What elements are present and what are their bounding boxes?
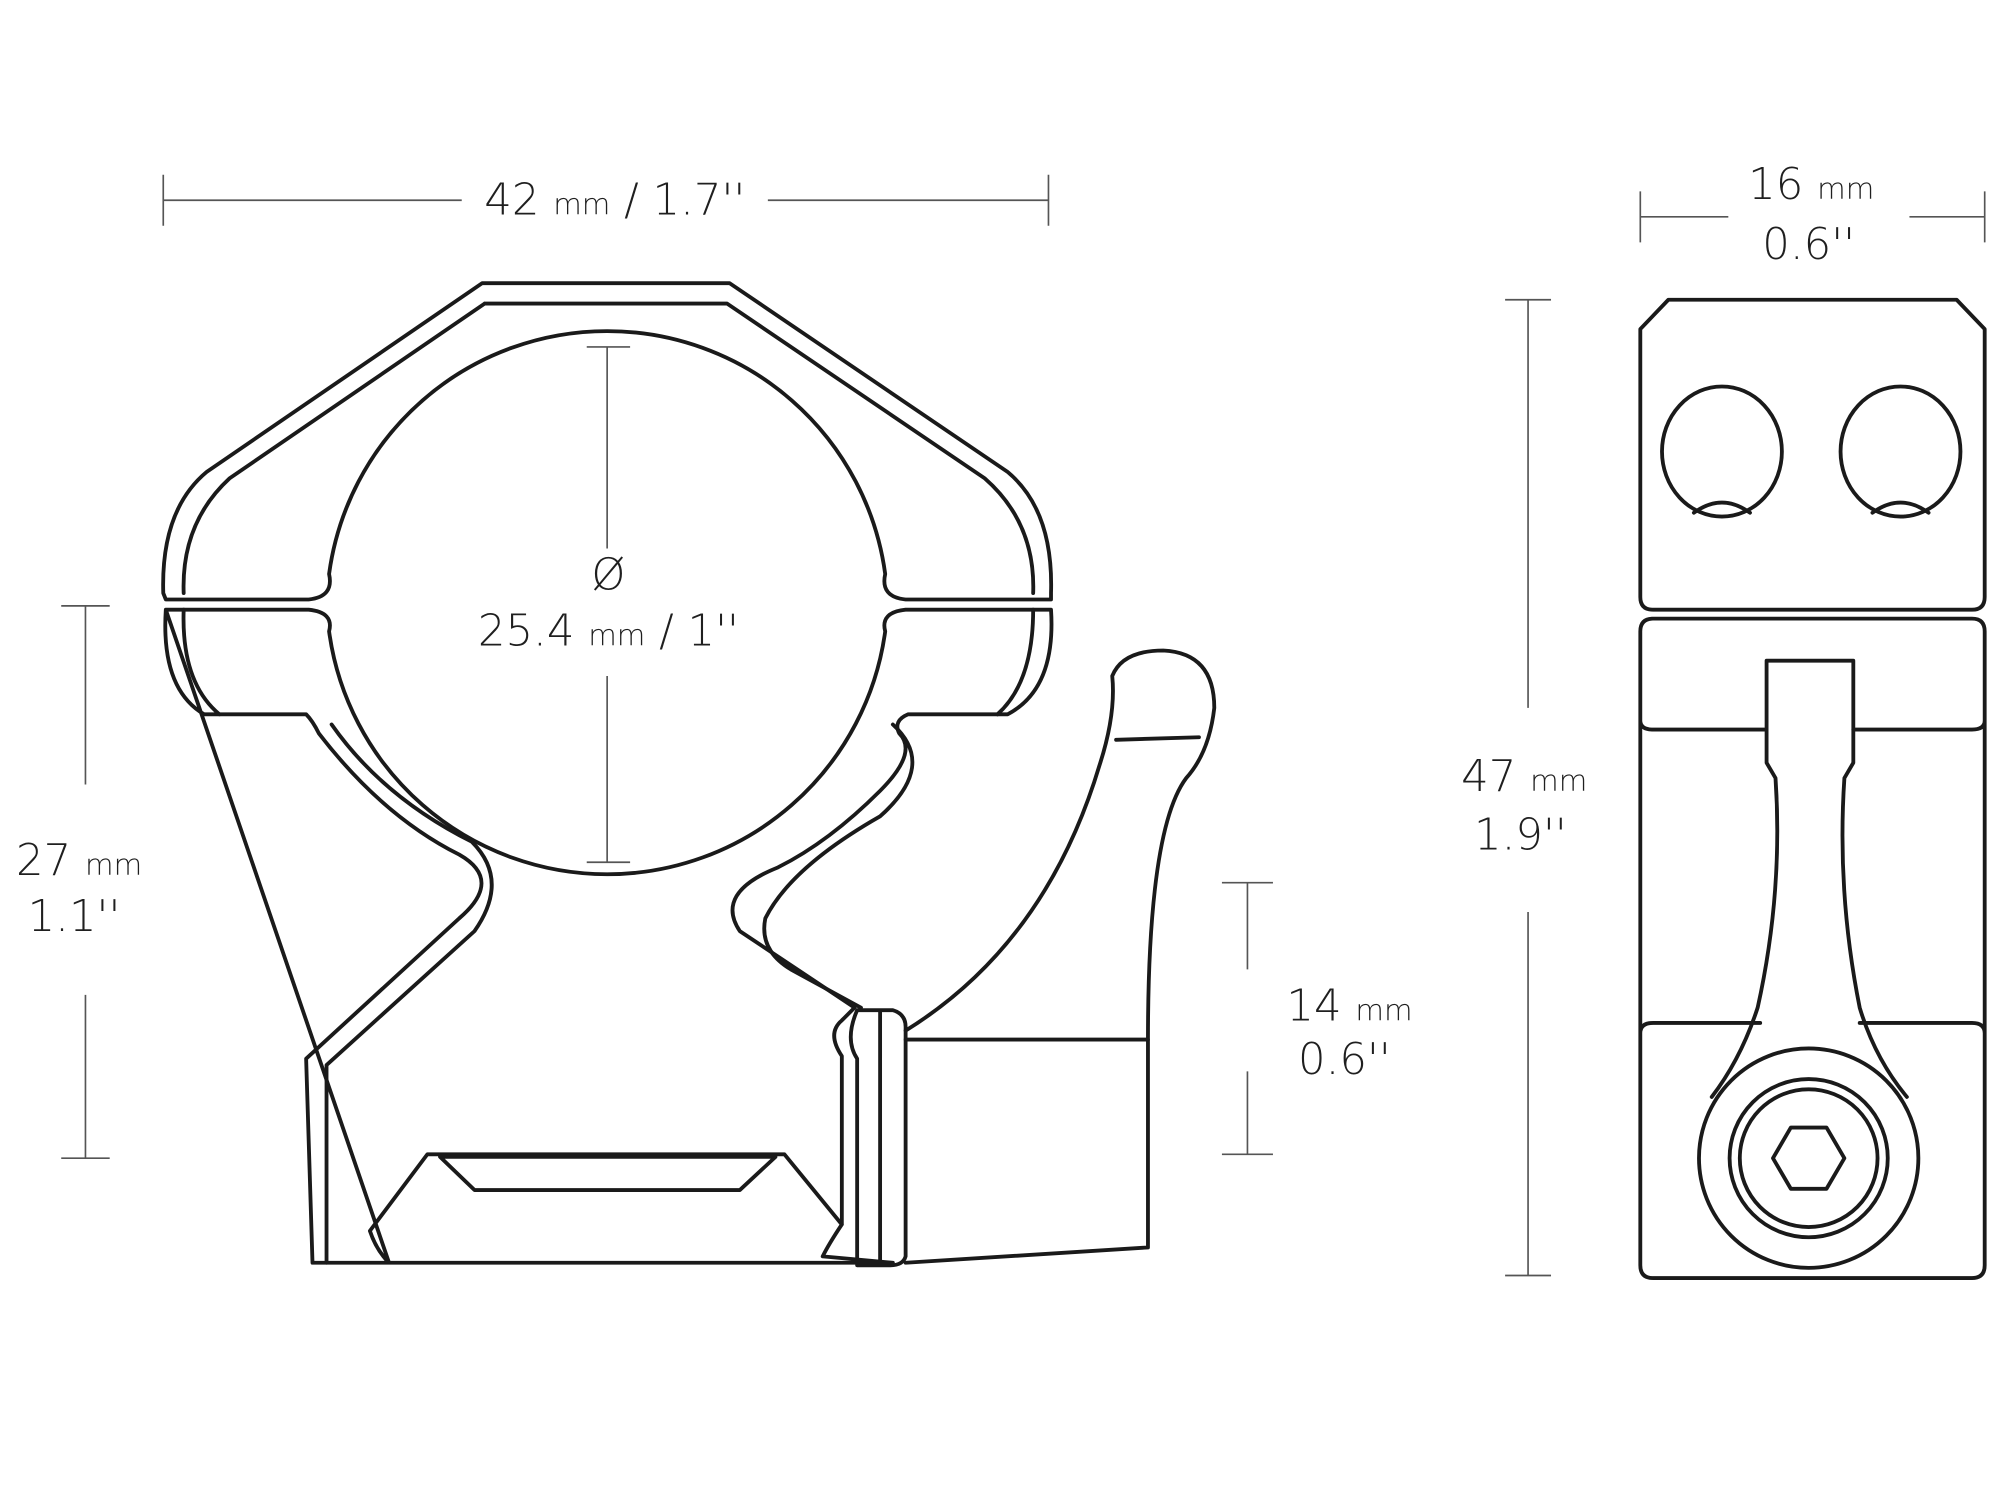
height-dimension: 27 mm 1.1'' xyxy=(16,605,142,1159)
svg-text:25.4 mm / 1'': 25.4 mm / 1'' xyxy=(478,606,739,656)
lever-arm xyxy=(903,1037,1150,1265)
front-view: 42 mm / 1.7'' Ø 25.4 mm / 1'' 27 mm 1.1'… xyxy=(16,174,1413,1268)
svg-text:0.6'': 0.6'' xyxy=(1298,1035,1391,1085)
screw-heads xyxy=(1691,500,1931,515)
width-dimension: 42 mm / 1.7'' xyxy=(162,174,1050,226)
clamp-dimension: 14 mm 0.6'' xyxy=(1221,881,1413,1156)
lever-pivot-ring xyxy=(1727,1077,1890,1240)
side-body-lower xyxy=(1638,616,1987,1280)
svg-text:27 mm: 27 mm xyxy=(16,836,142,886)
side-body-outline xyxy=(1638,297,1987,612)
svg-text:Ø: Ø xyxy=(591,550,625,600)
svg-text:1.1'': 1.1'' xyxy=(28,892,121,942)
lever-handle xyxy=(903,648,1217,1042)
side-view: 16 mm 0.6'' 47 mm 1.9'' xyxy=(1461,160,1987,1280)
clamp-block xyxy=(848,1008,908,1268)
ring-top-cap-outline xyxy=(161,281,1054,602)
svg-text:1.9'': 1.9'' xyxy=(1474,810,1567,860)
side-height-dimension: 47 mm 1.9'' xyxy=(1461,298,1587,1277)
svg-text:47 mm: 47 mm xyxy=(1461,752,1587,802)
svg-text:14 mm: 14 mm xyxy=(1286,981,1412,1031)
lever-pivot-inner xyxy=(1737,1087,1880,1229)
svg-text:16 mm: 16 mm xyxy=(1748,160,1874,210)
ring-base-outline xyxy=(163,607,1054,1265)
rail-slot xyxy=(438,1154,778,1192)
ring-base-inner-outline xyxy=(181,607,1036,1265)
ring-top-cap-inner-outline xyxy=(181,301,1036,596)
lever-pivot-outer xyxy=(1697,1046,1921,1270)
hex-socket-icon xyxy=(1771,1125,1847,1191)
diameter-dimension: Ø 25.4 mm / 1'' xyxy=(478,346,739,864)
lever-strap xyxy=(1709,658,1909,1099)
svg-text:42 mm / 1.7'': 42 mm / 1.7'' xyxy=(484,175,745,225)
side-width-dimension: 16 mm 0.6'' xyxy=(1639,160,1986,270)
svg-text:0.6'': 0.6'' xyxy=(1762,220,1855,270)
screw-hole-right xyxy=(1838,384,1963,519)
screw-hole-left xyxy=(1660,384,1784,519)
